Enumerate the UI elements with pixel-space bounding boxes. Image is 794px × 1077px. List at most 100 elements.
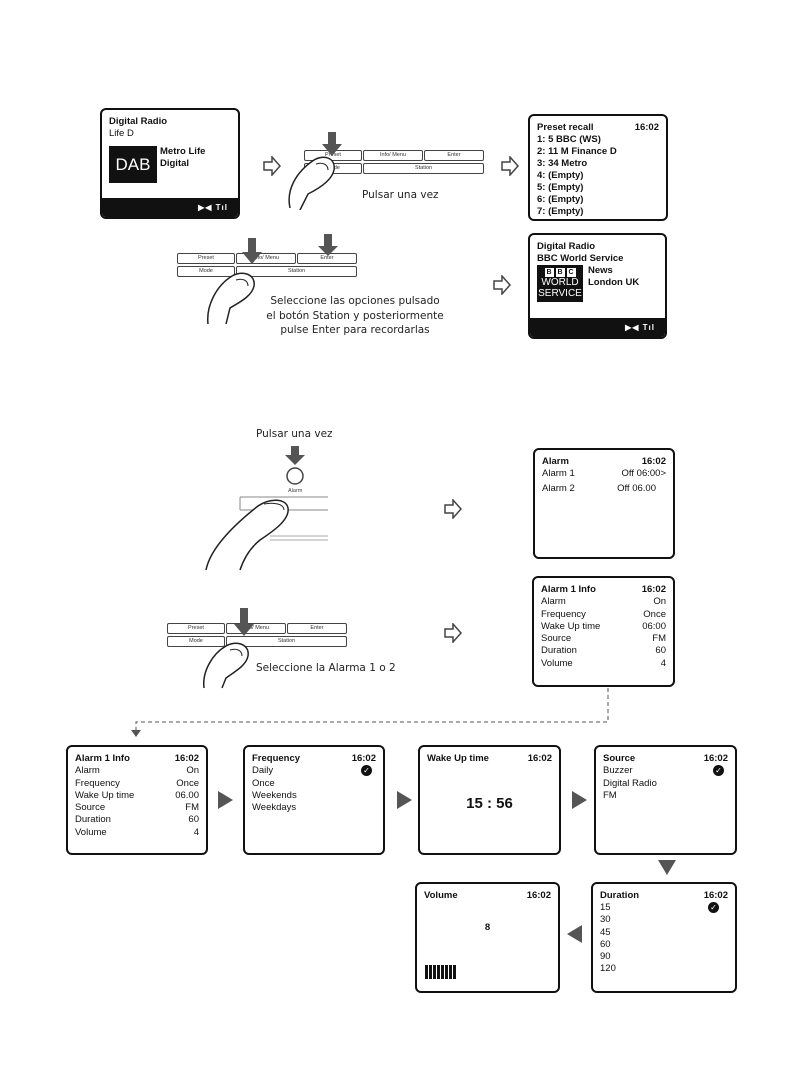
screen-time: 16:02 — [174, 753, 199, 764]
enter-key[interactable]: Enter — [424, 150, 484, 161]
dab-info-line1: Metro Life — [160, 146, 206, 157]
option-item[interactable]: 30 — [600, 914, 611, 926]
volume-value: 8 — [484, 922, 491, 933]
bbc-screen-line1: Digital Radio — [537, 241, 596, 252]
info-menu-key[interactable]: Info/ Menu — [236, 253, 296, 264]
volume-screen: Volume 16:02 8 — [415, 882, 560, 993]
alarm-button-label: Alarm — [288, 488, 303, 494]
station-key[interactable]: Station — [363, 163, 484, 174]
screen-time: 16:02 — [351, 753, 376, 764]
preset-item[interactable]: 2: 11 M Finance D — [537, 146, 617, 157]
station-key[interactable]: Station — [236, 266, 357, 277]
check-icon: ✓ — [713, 765, 724, 777]
station-label: Station — [414, 165, 433, 171]
preset-item[interactable]: 4: (Empty) — [537, 170, 584, 181]
status-bar: ▶◀ Tıl — [530, 318, 665, 337]
option-item[interactable]: 45 — [600, 926, 611, 938]
hollow-arrow-right-icon — [493, 275, 512, 295]
screen-title: Frequency — [252, 753, 301, 764]
screen-time: 16:02 — [703, 890, 728, 901]
dab-info-line2: Digital — [160, 158, 190, 170]
source-screen: Source 16:02 Buzzer✓ Digital Radio FM — [594, 745, 737, 855]
preset-recall-screen: Preset recall 16:02 1: 5 BBC (WS) 2: 11 … — [528, 114, 668, 221]
option-item[interactable]: Daily✓ — [252, 765, 376, 777]
dashed-connector — [131, 688, 609, 737]
option-item[interactable]: Weekends — [252, 789, 297, 801]
alarm-button-icon — [285, 446, 305, 485]
preset-item[interactable]: 5: (Empty) — [537, 182, 584, 193]
status-bar: ▶◀ Tıl — [102, 198, 238, 217]
preset-item[interactable]: 7: (Empty) — [537, 206, 584, 217]
enter-key[interactable]: Enter — [287, 623, 347, 634]
caption-line: Seleccione las opciones pulsado — [270, 295, 440, 307]
bbc-screen-line2: BBC World Service — [537, 253, 624, 265]
option-item[interactable]: 15✓ — [600, 902, 728, 914]
volume-segment — [453, 965, 456, 979]
volume-segment — [445, 965, 448, 979]
screen-time: 16:02 — [634, 122, 659, 133]
caption-press-once: Pulsar una vez — [256, 428, 333, 440]
alarm-screen: Alarm 16:02 Alarm 1 Off 06:00> Alarm 2 O… — [533, 448, 675, 559]
screen-time: 16:02 — [526, 890, 551, 901]
info-menu-key[interactable]: Info/ Menu — [363, 150, 423, 161]
station-key[interactable]: Station — [226, 636, 347, 647]
volume-segment — [425, 965, 428, 979]
mode-key[interactable]: Mode — [177, 266, 235, 277]
option-item[interactable]: Once — [252, 777, 275, 789]
wakeup-time-value[interactable]: 15 : 56 — [466, 795, 513, 812]
preset-key[interactable]: Preset — [177, 253, 235, 264]
finger-press-icon — [288, 132, 342, 210]
screen-time: 16:02 — [641, 456, 666, 467]
option-item[interactable]: FM — [603, 789, 617, 801]
option-item[interactable]: Digital Radio — [603, 777, 657, 789]
preset-item[interactable]: 6: (Empty) — [537, 194, 584, 205]
hollow-arrow-right-icon — [263, 156, 282, 176]
arrow-left-icon — [567, 925, 582, 943]
volume-level-bar[interactable] — [425, 965, 456, 979]
bbc-world-service-logo: B B C WORLD SERVICE — [537, 265, 583, 302]
duration-screen: Duration 16:02 15✓ 30 45 60 90 120 — [591, 882, 737, 993]
screen-title: Source — [603, 753, 636, 764]
bbc-info-line1: News — [588, 265, 613, 276]
option-item[interactable]: Buzzer✓ — [603, 765, 728, 777]
option-item[interactable]: Weekdays — [252, 802, 297, 814]
screen-time: 16:02 — [527, 753, 552, 764]
dab-screen-line2: Life D — [109, 128, 134, 140]
screen-title: Alarm 1 Info — [75, 753, 130, 764]
info-menu-key[interactable]: Info/ Menu — [226, 623, 286, 634]
preset-item[interactable]: 1: 5 BBC (WS) — [537, 134, 601, 145]
hollow-arrow-right-icon — [501, 156, 520, 176]
volume-segment — [441, 965, 444, 979]
screen-time: 16:02 — [641, 584, 666, 595]
hollow-arrow-right-icon — [444, 499, 463, 519]
caption-line: el botón Station y posteriormente — [266, 309, 444, 322]
alarm-2-row[interactable]: Alarm 2 Off 06.00 — [542, 482, 656, 494]
alarm-1-row[interactable]: Alarm 1 Off 06:00> — [542, 468, 666, 480]
keypad-alarm: Preset Info/ Menu Enter Mode Station — [165, 623, 347, 649]
dab-screen: Digital Radio Life D DAB Metro Life Digi… — [100, 108, 240, 219]
option-item[interactable]: 60 — [600, 938, 611, 950]
mode-key[interactable]: Mode — [167, 636, 225, 647]
screen-title: Alarm 1 Info — [541, 584, 596, 595]
option-item[interactable]: 120 — [600, 963, 616, 975]
preset-item[interactable]: 3: 34 Metro — [537, 158, 588, 169]
preset-key[interactable]: Preset — [167, 623, 225, 634]
arrow-right-icon — [218, 791, 233, 809]
finger-press-icon — [207, 238, 262, 325]
option-item[interactable]: 90 — [600, 951, 611, 963]
check-icon: ✓ — [708, 902, 719, 914]
